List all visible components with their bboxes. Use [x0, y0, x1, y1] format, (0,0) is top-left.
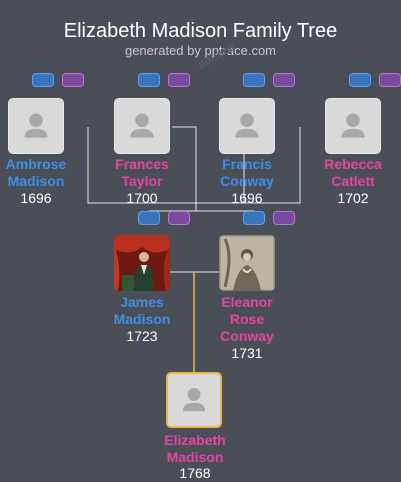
person-year-frances: 1700: [126, 190, 158, 206]
person-name-elizabeth[interactable]: Elizabeth Madison: [164, 432, 226, 465]
couple-line-conway: [196, 127, 301, 204]
person-photo-rebecca[interactable]: [325, 98, 381, 154]
father-pill-icon[interactable]: [243, 211, 265, 225]
father-pill-icon[interactable]: [138, 73, 160, 87]
eleanor-portrait-image: [219, 235, 275, 291]
person-silhouette-icon: [341, 113, 365, 138]
person-photo-james[interactable]: [114, 235, 170, 291]
person-year-francis: 1696: [231, 190, 263, 206]
page-title: Elizabeth Madison Family Tree: [63, 20, 338, 42]
father-pill-icon[interactable]: [138, 211, 160, 225]
person-name-ambrose[interactable]: Ambrose Madison: [5, 156, 67, 189]
person-photo-eleanor[interactable]: [219, 235, 275, 291]
father-pill-icon[interactable]: [349, 73, 371, 87]
person-year-rebecca: 1702: [337, 190, 369, 206]
person-silhouette-icon: [130, 113, 154, 138]
person-year-ambrose: 1696: [20, 190, 52, 206]
father-pill-icon[interactable]: [32, 73, 54, 87]
mother-pill-icon[interactable]: [379, 73, 401, 87]
mother-pill-icon[interactable]: [273, 73, 295, 87]
person-year-eleanor: 1731: [231, 345, 263, 361]
person-photo-francis[interactable]: [219, 98, 275, 154]
person-name-francis[interactable]: Francis Conway: [220, 156, 274, 189]
person-year-james: 1723: [126, 328, 158, 344]
person-photo-ambrose[interactable]: [8, 98, 64, 154]
person-photo-frances[interactable]: [114, 98, 170, 154]
person-silhouette-icon: [182, 387, 206, 412]
mother-pill-icon[interactable]: [168, 73, 190, 87]
person-name-eleanor[interactable]: Eleanor Rose Conway: [220, 294, 274, 344]
person-name-rebecca[interactable]: Rebecca Catlett: [324, 156, 382, 189]
person-name-frances[interactable]: Frances Taylor: [115, 156, 169, 189]
person-silhouette-icon: [24, 113, 48, 138]
mother-pill-icon[interactable]: [273, 211, 295, 225]
person-name-james[interactable]: James Madison: [113, 294, 171, 327]
mother-pill-icon[interactable]: [62, 73, 84, 87]
james-portrait-image: [114, 235, 170, 291]
page-subtitle: generated by pptrace.com: [124, 43, 277, 58]
father-pill-icon[interactable]: [243, 73, 265, 87]
person-year-elizabeth: 1768: [179, 465, 211, 481]
person-photo-elizabeth[interactable]: [166, 372, 222, 428]
mother-pill-icon[interactable]: [168, 211, 190, 225]
person-silhouette-icon: [235, 113, 259, 138]
